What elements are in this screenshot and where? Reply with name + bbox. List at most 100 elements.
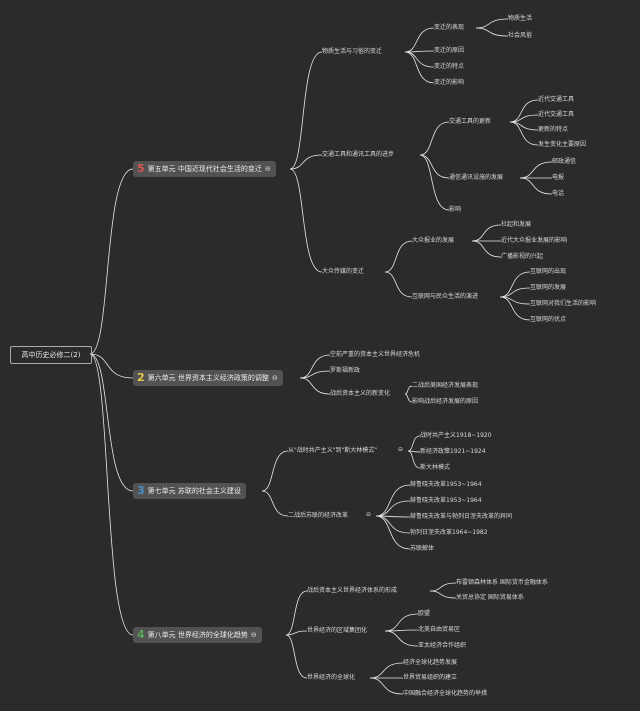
topic[interactable]: 近代大众报业发展的影响	[501, 237, 568, 244]
topic[interactable]: 大众报业的发展	[412, 237, 455, 244]
topic[interactable]: 通信通讯设施的发展	[449, 174, 504, 181]
topic[interactable]: 经济全球化趋势发展	[403, 659, 458, 666]
connector-line	[89, 353, 134, 379]
topic[interactable]: 近代交通工具	[538, 96, 575, 103]
connector-line	[384, 630, 419, 647]
topic[interactable]: 大众传媒的变迁	[322, 268, 365, 275]
topic[interactable]: 交通工具和通讯工具的进步	[322, 151, 395, 158]
connector-line	[289, 168, 323, 273]
topic[interactable]: 关贸总协定 国际贸易体系	[456, 594, 524, 601]
connector-line	[429, 582, 457, 592]
topic[interactable]: 空前严重的资本主义世界经济危机	[330, 351, 421, 358]
topic[interactable]: 变迁的影响	[434, 79, 465, 86]
topic[interactable]: 布雷顿森林体系 国际货币金融体系	[456, 579, 548, 586]
topic[interactable]: 互联网的优点	[530, 316, 567, 323]
connector-line	[471, 240, 502, 258]
connector-line	[369, 662, 404, 679]
topic[interactable]: 亚太经济合作组织	[418, 642, 467, 649]
connector-line	[419, 121, 450, 156]
topic[interactable]: 电报	[552, 174, 565, 181]
topic[interactable]: 社起和发展	[501, 221, 532, 228]
connector-line	[375, 515, 411, 534]
connector-line	[384, 613, 419, 632]
topic[interactable]: 斯大林模式	[420, 464, 451, 471]
link-icon[interactable]: ⊖	[366, 511, 372, 518]
connector-line	[375, 484, 411, 517]
topic[interactable]: 变迁的表现	[434, 24, 465, 31]
topic[interactable]: 战时共产主义1918~1920	[420, 432, 492, 439]
topic[interactable]: 物质生活	[508, 15, 533, 22]
connector-line	[299, 354, 331, 379]
link-icon[interactable]: ⊖	[398, 446, 404, 453]
connector-line	[475, 18, 509, 29]
topic[interactable]: 从"战时共产主义"到"斯大林模式"	[288, 447, 378, 454]
topic[interactable]: 欧盟	[418, 610, 431, 617]
connector-line	[375, 500, 411, 517]
connector-line	[369, 677, 404, 695]
connector-line	[89, 168, 134, 355]
topic[interactable]: 苏联解体	[410, 545, 435, 552]
link-icon[interactable]: ⊖	[250, 631, 257, 639]
link-icon[interactable]: ⊖	[264, 165, 271, 173]
topic[interactable]: 新经济政策1921~1924	[420, 448, 486, 455]
connector-line	[289, 51, 323, 170]
topic[interactable]: 北美自由贸易区	[418, 626, 461, 633]
connector-line	[384, 271, 413, 298]
unit-8-number-icon: 4	[137, 628, 145, 641]
connector-line	[384, 240, 413, 273]
topic[interactable]: 社会风俗	[508, 32, 533, 39]
connector-line	[499, 287, 531, 298]
topic[interactable]: 世界经济的区域集团化	[307, 627, 368, 634]
connector-line	[299, 377, 331, 395]
topic[interactable]: 变迁的特点	[434, 63, 465, 70]
connector-line	[419, 154, 450, 211]
connector-line	[509, 99, 539, 123]
connector-line	[285, 630, 308, 636]
topic[interactable]: 互联网与民众生活的演进	[412, 293, 479, 300]
topic[interactable]: 近代交通工具	[538, 111, 575, 118]
connector-line	[499, 296, 531, 321]
topic[interactable]: 互联网对我们生活的影响	[530, 300, 597, 307]
topic[interactable]: 世界经济的全球化	[307, 674, 356, 681]
topic[interactable]: 二战后美国经济发展表现	[412, 382, 479, 389]
unit-6-number-icon: 2	[137, 371, 145, 384]
topic[interactable]: 赫鲁晓夫改革与勃列日涅夫改革的异同	[410, 513, 513, 520]
connector-line	[407, 435, 421, 452]
connector-line	[261, 450, 289, 492]
topic[interactable]: 电话	[552, 190, 565, 197]
topic[interactable]: 互联网的出现	[530, 268, 567, 275]
connector-line	[89, 353, 134, 492]
topic[interactable]: 战后资本主义的新变化	[330, 390, 391, 397]
topic[interactable]: 影响战后经济发展的原因	[412, 398, 479, 405]
topic[interactable]: 中国融合经济全球化趋势的举措	[403, 690, 488, 697]
topic[interactable]: 战后资本主义世界经济体系的形成	[307, 587, 398, 594]
topic[interactable]: 邮政通信	[552, 158, 577, 165]
topic[interactable]: 物质生活与习俗的变迁	[322, 48, 383, 55]
topic[interactable]: 交通工具的更新	[449, 118, 492, 125]
topic[interactable]: 变迁的原因	[434, 47, 465, 54]
topic[interactable]: 更新的特点	[538, 126, 569, 133]
root-topic[interactable]: 高中历史必修二(2)	[10, 346, 92, 364]
connector-line	[404, 385, 413, 395]
connector-line	[519, 161, 553, 179]
topic[interactable]: 罗斯福新政	[330, 367, 361, 374]
topic[interactable]: 赫鲁晓夫改革1953~1964	[410, 497, 482, 504]
unit-7-number-icon: 3	[137, 484, 145, 497]
link-icon[interactable]: ⊖	[271, 374, 278, 382]
topic[interactable]: 广播影视的兴起	[501, 253, 544, 260]
topic[interactable]: 影响	[449, 206, 462, 213]
connector-line	[261, 490, 289, 517]
topic[interactable]: 勃列日涅夫改革1964~1982	[410, 529, 488, 536]
topic[interactable]: 赫鲁晓夫改革1953~1964	[410, 481, 482, 488]
topic[interactable]: 发生变化主要原因	[538, 141, 587, 148]
unit-5-number-icon: 5	[137, 162, 145, 175]
topic[interactable]: 互联网的发展	[530, 284, 567, 291]
connector-line	[407, 450, 421, 469]
connector-line	[404, 51, 435, 68]
topic[interactable]: 世界贸易组织的建立	[403, 674, 458, 681]
topic[interactable]: 二战后苏联的经济改革	[288, 512, 349, 519]
